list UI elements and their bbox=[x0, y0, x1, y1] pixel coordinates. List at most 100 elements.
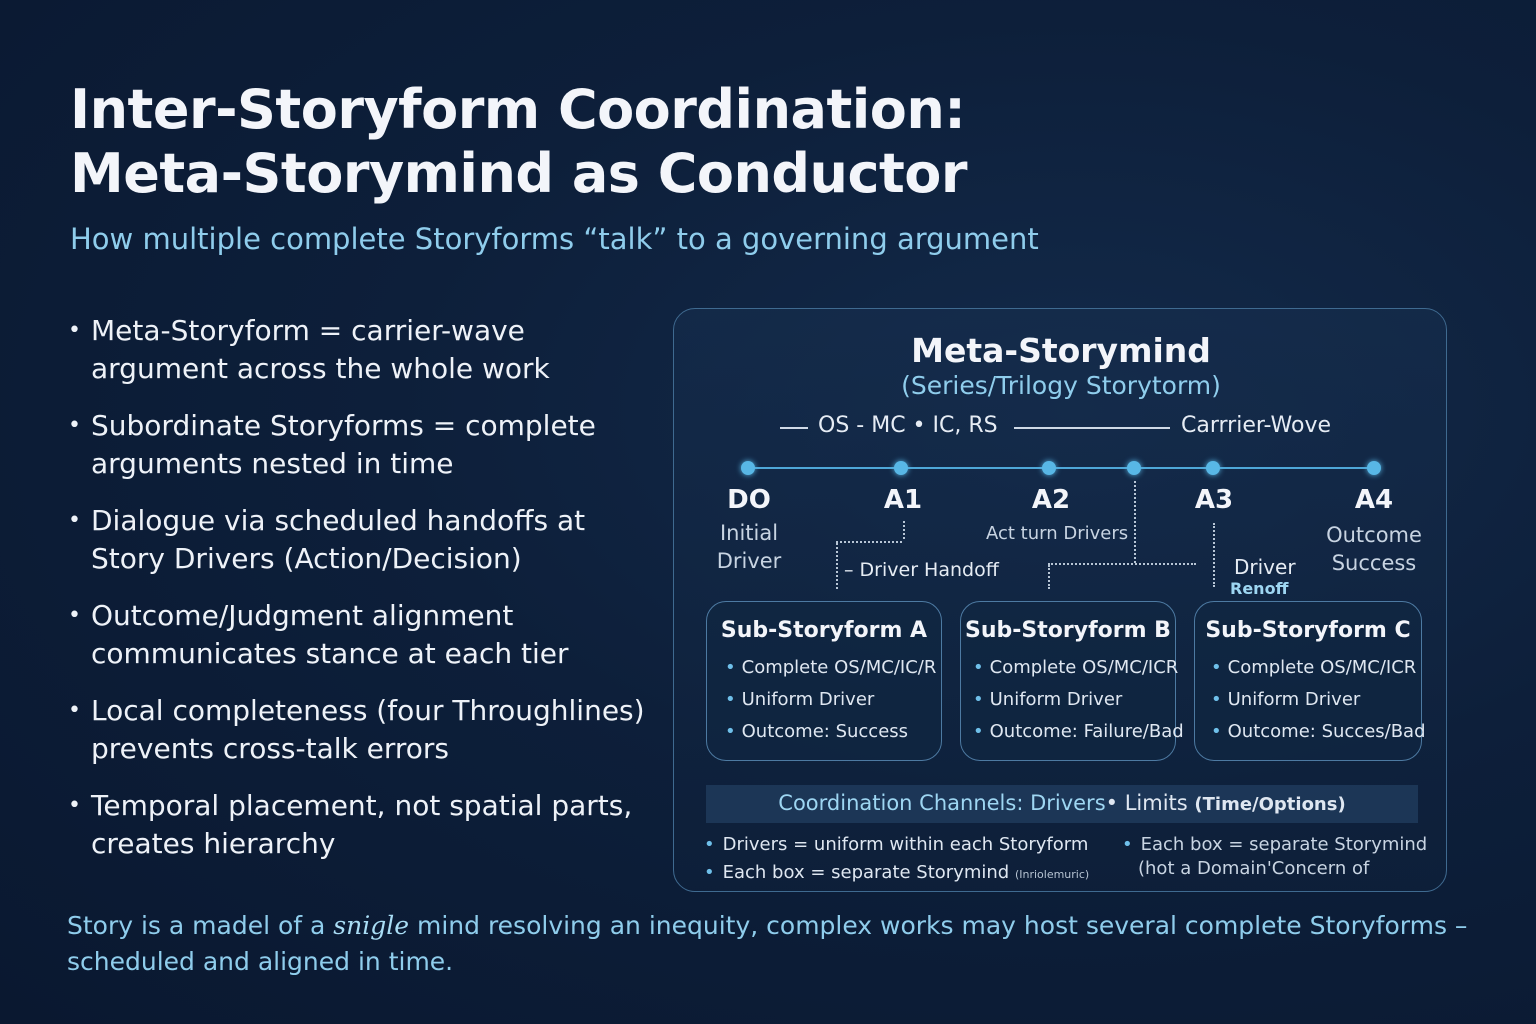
page-subtitle: How multiple complete Storyforms “talk” … bbox=[70, 222, 1039, 256]
key-point-line-1: Meta-Storyform = carrier-wave bbox=[91, 314, 525, 347]
sub-storyform-item: •Uniform Driver bbox=[725, 684, 936, 716]
sub-storyform-item-text: Uniform Driver bbox=[741, 689, 875, 710]
carrier-wave-label: Carrrier-Wove bbox=[1181, 413, 1332, 438]
carrier-throughlines-label: OS - MC • IC, RS bbox=[818, 413, 998, 438]
sub-storyform-item-text: Outcome: Failure/Bad bbox=[989, 721, 1184, 742]
handoff-connector bbox=[903, 521, 905, 539]
footer-text: mind resolving an inequity, complex work… bbox=[67, 911, 1468, 976]
bullet-dot-icon: • bbox=[1211, 721, 1222, 742]
handoff-connector bbox=[836, 541, 902, 543]
key-point-line-2: argument across the whole work bbox=[91, 352, 550, 385]
milestone-description-line: Driver bbox=[716, 549, 782, 573]
timeline-node bbox=[894, 461, 908, 475]
diagram-note-text: Each box = separate Storymind bbox=[722, 862, 1015, 883]
sub-storyform-item: •Uniform Driver bbox=[1211, 684, 1426, 716]
handoff-connector bbox=[1048, 563, 1196, 565]
sub-storyform-item: •Complete OS/MC/ICR bbox=[1211, 652, 1426, 684]
handoff-connector bbox=[836, 543, 838, 589]
sub-storyform-title: Sub-Storyform C bbox=[1205, 618, 1411, 643]
bullet-dot-icon: • bbox=[68, 508, 81, 533]
bullet-dot-icon: • bbox=[1122, 834, 1133, 855]
timeline-node bbox=[1367, 461, 1381, 475]
footer-emphasis: snigle bbox=[333, 911, 410, 940]
bullet-dot-icon: • bbox=[68, 318, 81, 343]
bullet-dot-icon: • bbox=[704, 862, 715, 883]
milestone-label: A3 bbox=[1194, 485, 1234, 515]
milestone-description-line: Initial bbox=[719, 521, 779, 545]
sub-storyform-item-text: Complete OS/MC/IC/R bbox=[741, 657, 937, 678]
timeline-node bbox=[741, 461, 755, 475]
handoff-connector bbox=[1213, 523, 1215, 587]
sub-storyform-item: •Complete OS/MC/ICR bbox=[973, 652, 1184, 684]
sub-storyform-item-text: Complete OS/MC/ICR bbox=[989, 657, 1179, 678]
sub-storyform-items: •Complete OS/MC/ICR •Uniform Driver •Out… bbox=[973, 652, 1184, 748]
page-title: Inter-Storyform Coordination: Meta-Story… bbox=[70, 78, 968, 206]
key-point-line-1: Subordinate Storyforms = complete bbox=[91, 409, 596, 442]
channels-paren: (Time/Options) bbox=[1194, 794, 1346, 815]
driver-handoff-sublabel: Renoff bbox=[1230, 579, 1289, 598]
footer-statement: Story is a madel of a snigle mind resolv… bbox=[67, 908, 1477, 980]
milestone-label: A4 bbox=[1354, 485, 1394, 515]
channels-label: Coordination Channels: Drivers bbox=[778, 791, 1106, 815]
timeline-node bbox=[1206, 461, 1220, 475]
channels-limits: • Limits bbox=[1105, 791, 1195, 815]
sub-storyform-item-text: Outcome: Success bbox=[741, 721, 909, 742]
diagram-note-continued: (hot a Domain'Concern of bbox=[1138, 858, 1370, 879]
coordination-channels-bar: Coordination Channels: Drivers• Limits (… bbox=[706, 785, 1418, 823]
key-point: •Temporal placement, not spatial parts,c… bbox=[66, 787, 666, 863]
sub-storyform-box: Sub-Storyform A •Complete OS/MC/IC/R •Un… bbox=[706, 601, 942, 761]
timeline-node bbox=[1127, 461, 1141, 475]
sub-storyform-title: Sub-Storyform B bbox=[965, 618, 1171, 643]
key-point-line-1: Dialogue via scheduled handoffs at bbox=[91, 504, 586, 537]
sub-storyform-box: Sub-Storyform C •Complete OS/MC/ICR •Uni… bbox=[1194, 601, 1426, 761]
diagram-subtitle: (Series/Trilogy Storytorm) bbox=[901, 371, 1221, 400]
title-line-2: Meta-Storymind as Conductor bbox=[70, 142, 968, 205]
sub-storyform-item-text: Uniform Driver bbox=[1227, 689, 1361, 710]
key-point-line-2: prevents cross-talk errors bbox=[91, 732, 450, 765]
milestone-label: A2 bbox=[1031, 485, 1071, 515]
sub-storyform-item: •Complete OS/MC/IC/R bbox=[725, 652, 936, 684]
diagram-note: • Each box = separate Storymind (Inriolem… bbox=[704, 859, 1089, 889]
sub-storyform-items: •Complete OS/MC/ICR •Uniform Driver •Out… bbox=[1211, 652, 1426, 748]
bullet-dot-icon: • bbox=[973, 721, 984, 742]
driver-handoff-label: – Driver Handoff bbox=[844, 559, 999, 581]
footer-text: Story is a madel of a bbox=[67, 911, 334, 940]
diagram-title: Meta-Storymind bbox=[911, 331, 1211, 370]
title-line-1: Inter-Storyform Coordination: bbox=[70, 78, 966, 141]
milestone-label: A1 bbox=[883, 485, 923, 515]
handoff-connector bbox=[1048, 565, 1050, 589]
sub-storyform-box: Sub-Storyform B •Complete OS/MC/ICR •Uni… bbox=[960, 601, 1184, 761]
key-point: •Local completeness (four Throughlines)p… bbox=[66, 692, 666, 768]
timeline-node bbox=[1042, 461, 1056, 475]
diagram-note-small: (Inriolemuric) bbox=[1014, 868, 1090, 881]
bullet-dot-icon: • bbox=[68, 698, 81, 723]
carrier-line-left bbox=[780, 427, 808, 429]
carrier-line-middle bbox=[1014, 427, 1170, 429]
sub-storyform-item-text: Outcome: Succes/Bad bbox=[1227, 721, 1426, 742]
bullet-dot-icon: • bbox=[973, 657, 984, 678]
milestone-description-line: Success bbox=[1331, 551, 1417, 575]
bullet-dot-icon: • bbox=[704, 834, 715, 855]
milestone-description: Outcome Success bbox=[1319, 521, 1429, 577]
sub-storyform-item-text: Uniform Driver bbox=[989, 689, 1123, 710]
bullet-dot-icon: • bbox=[1211, 657, 1222, 678]
key-point-line-2: arguments nested in time bbox=[91, 447, 454, 480]
key-point-line-2: creates hierarchy bbox=[91, 827, 336, 860]
diagram-note: • Drivers = uniform within each Storyform bbox=[704, 831, 1088, 859]
sub-storyform-item: •Outcome: Success bbox=[725, 716, 936, 748]
sub-storyform-title: Sub-Storyform A bbox=[720, 618, 928, 643]
key-point-line-1: Outcome/Judgment alignment bbox=[91, 599, 514, 632]
bullet-dot-icon: • bbox=[725, 657, 736, 678]
diagram-note-text: Drivers = uniform within each Storyform bbox=[722, 834, 1089, 855]
key-point-line-2: communicates stance at each tier bbox=[91, 637, 569, 670]
diagram-note: •Each box = separate Storymind bbox=[1122, 831, 1427, 859]
sub-storyform-items: •Complete OS/MC/IC/R •Uniform Driver •Ou… bbox=[725, 652, 936, 748]
sub-storyform-item: •Outcome: Failure/Bad bbox=[973, 716, 1184, 748]
key-point-line-1: Temporal placement, not spatial parts, bbox=[91, 789, 633, 822]
milestone-description: Initial Driver bbox=[694, 519, 804, 575]
bullet-dot-icon: • bbox=[1211, 689, 1222, 710]
meta-storymind-diagram: Meta-Storymind (Series/Trilogy Storytorm… bbox=[673, 308, 1447, 892]
sub-storyform-item-text: Complete OS/MC/ICR bbox=[1227, 657, 1417, 678]
